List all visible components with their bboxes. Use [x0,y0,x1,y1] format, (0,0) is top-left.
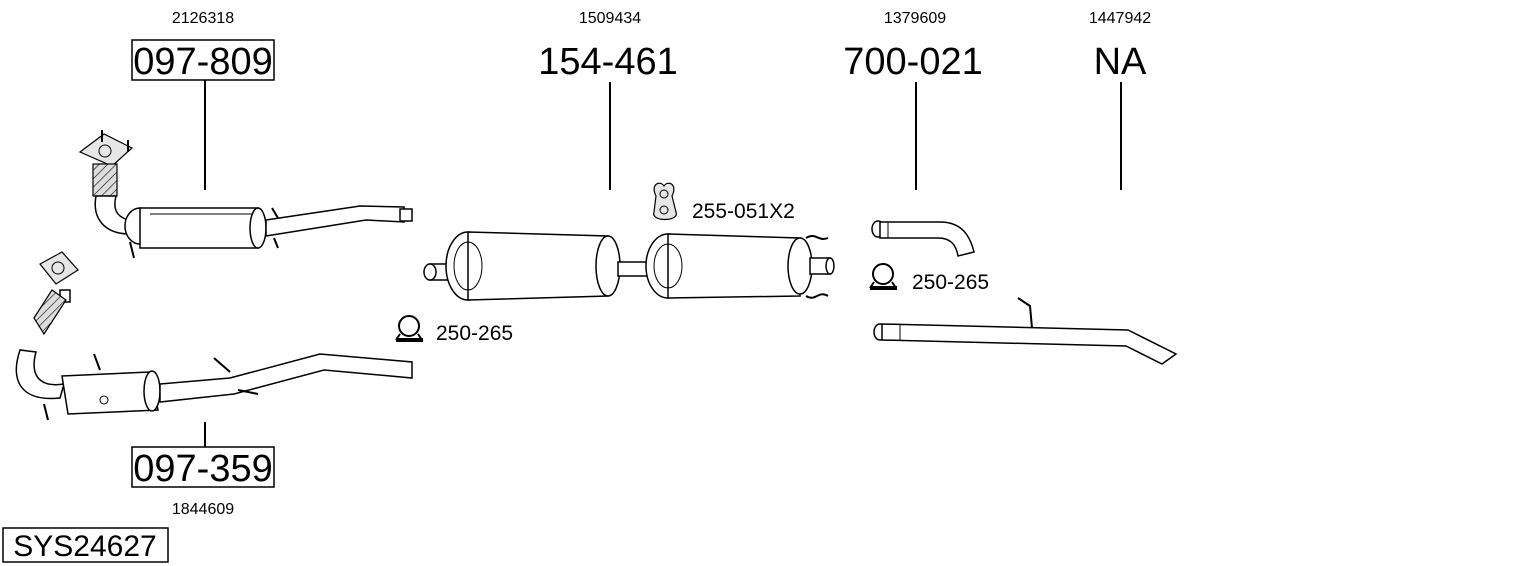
fitting-label: 255-051X2 [692,200,795,223]
part-number: 700-021 [843,41,982,83]
system-code: SYS24627 [13,530,156,563]
part-number-box [131,446,275,488]
part-number: NA [1094,41,1147,83]
tail-pipe-drawing [873,297,1178,365]
part-number-box [131,39,275,81]
part-097-809[interactable]: 2126318 097-809 [78,10,413,259]
front-pipe-drawing [78,130,413,259]
hanger-255-051x2[interactable]: 255-051X2 [653,182,795,223]
oem-number: 1844609 [172,501,234,518]
clamp-250-265-left[interactable]: 250-265 [395,315,513,345]
part-number: 097-809 [133,41,272,83]
clamp-250-265-right[interactable]: 250-265 [869,263,989,294]
oem-number: 1509434 [579,10,641,27]
part-number: 097-359 [133,448,272,490]
oem-number: 1379609 [884,10,946,27]
part-700-021[interactable]: 1379609 700-021 [843,10,983,257]
system-code-box [2,527,169,563]
pipe-clamp-icon [869,263,897,290]
silencer-drawing [423,231,835,301]
part-na[interactable]: 1447942 NA [873,10,1178,365]
pipe-clamp-icon [395,315,423,342]
oem-number: 2126318 [172,10,234,27]
tail-pipe-drawing [871,220,975,257]
oem-number: 1447942 [1089,10,1151,27]
front-pipe-drawing [15,251,413,421]
part-154-461[interactable]: 1509434 154-461 [423,10,835,301]
fitting-label: 250-265 [436,322,513,345]
system-code-badge: SYS24627 [2,527,169,563]
part-097-359[interactable]: 097-359 1844609 [15,251,413,518]
fitting-label: 250-265 [912,271,989,294]
rubber-hanger-icon [653,182,677,221]
part-number: 154-461 [538,41,677,83]
